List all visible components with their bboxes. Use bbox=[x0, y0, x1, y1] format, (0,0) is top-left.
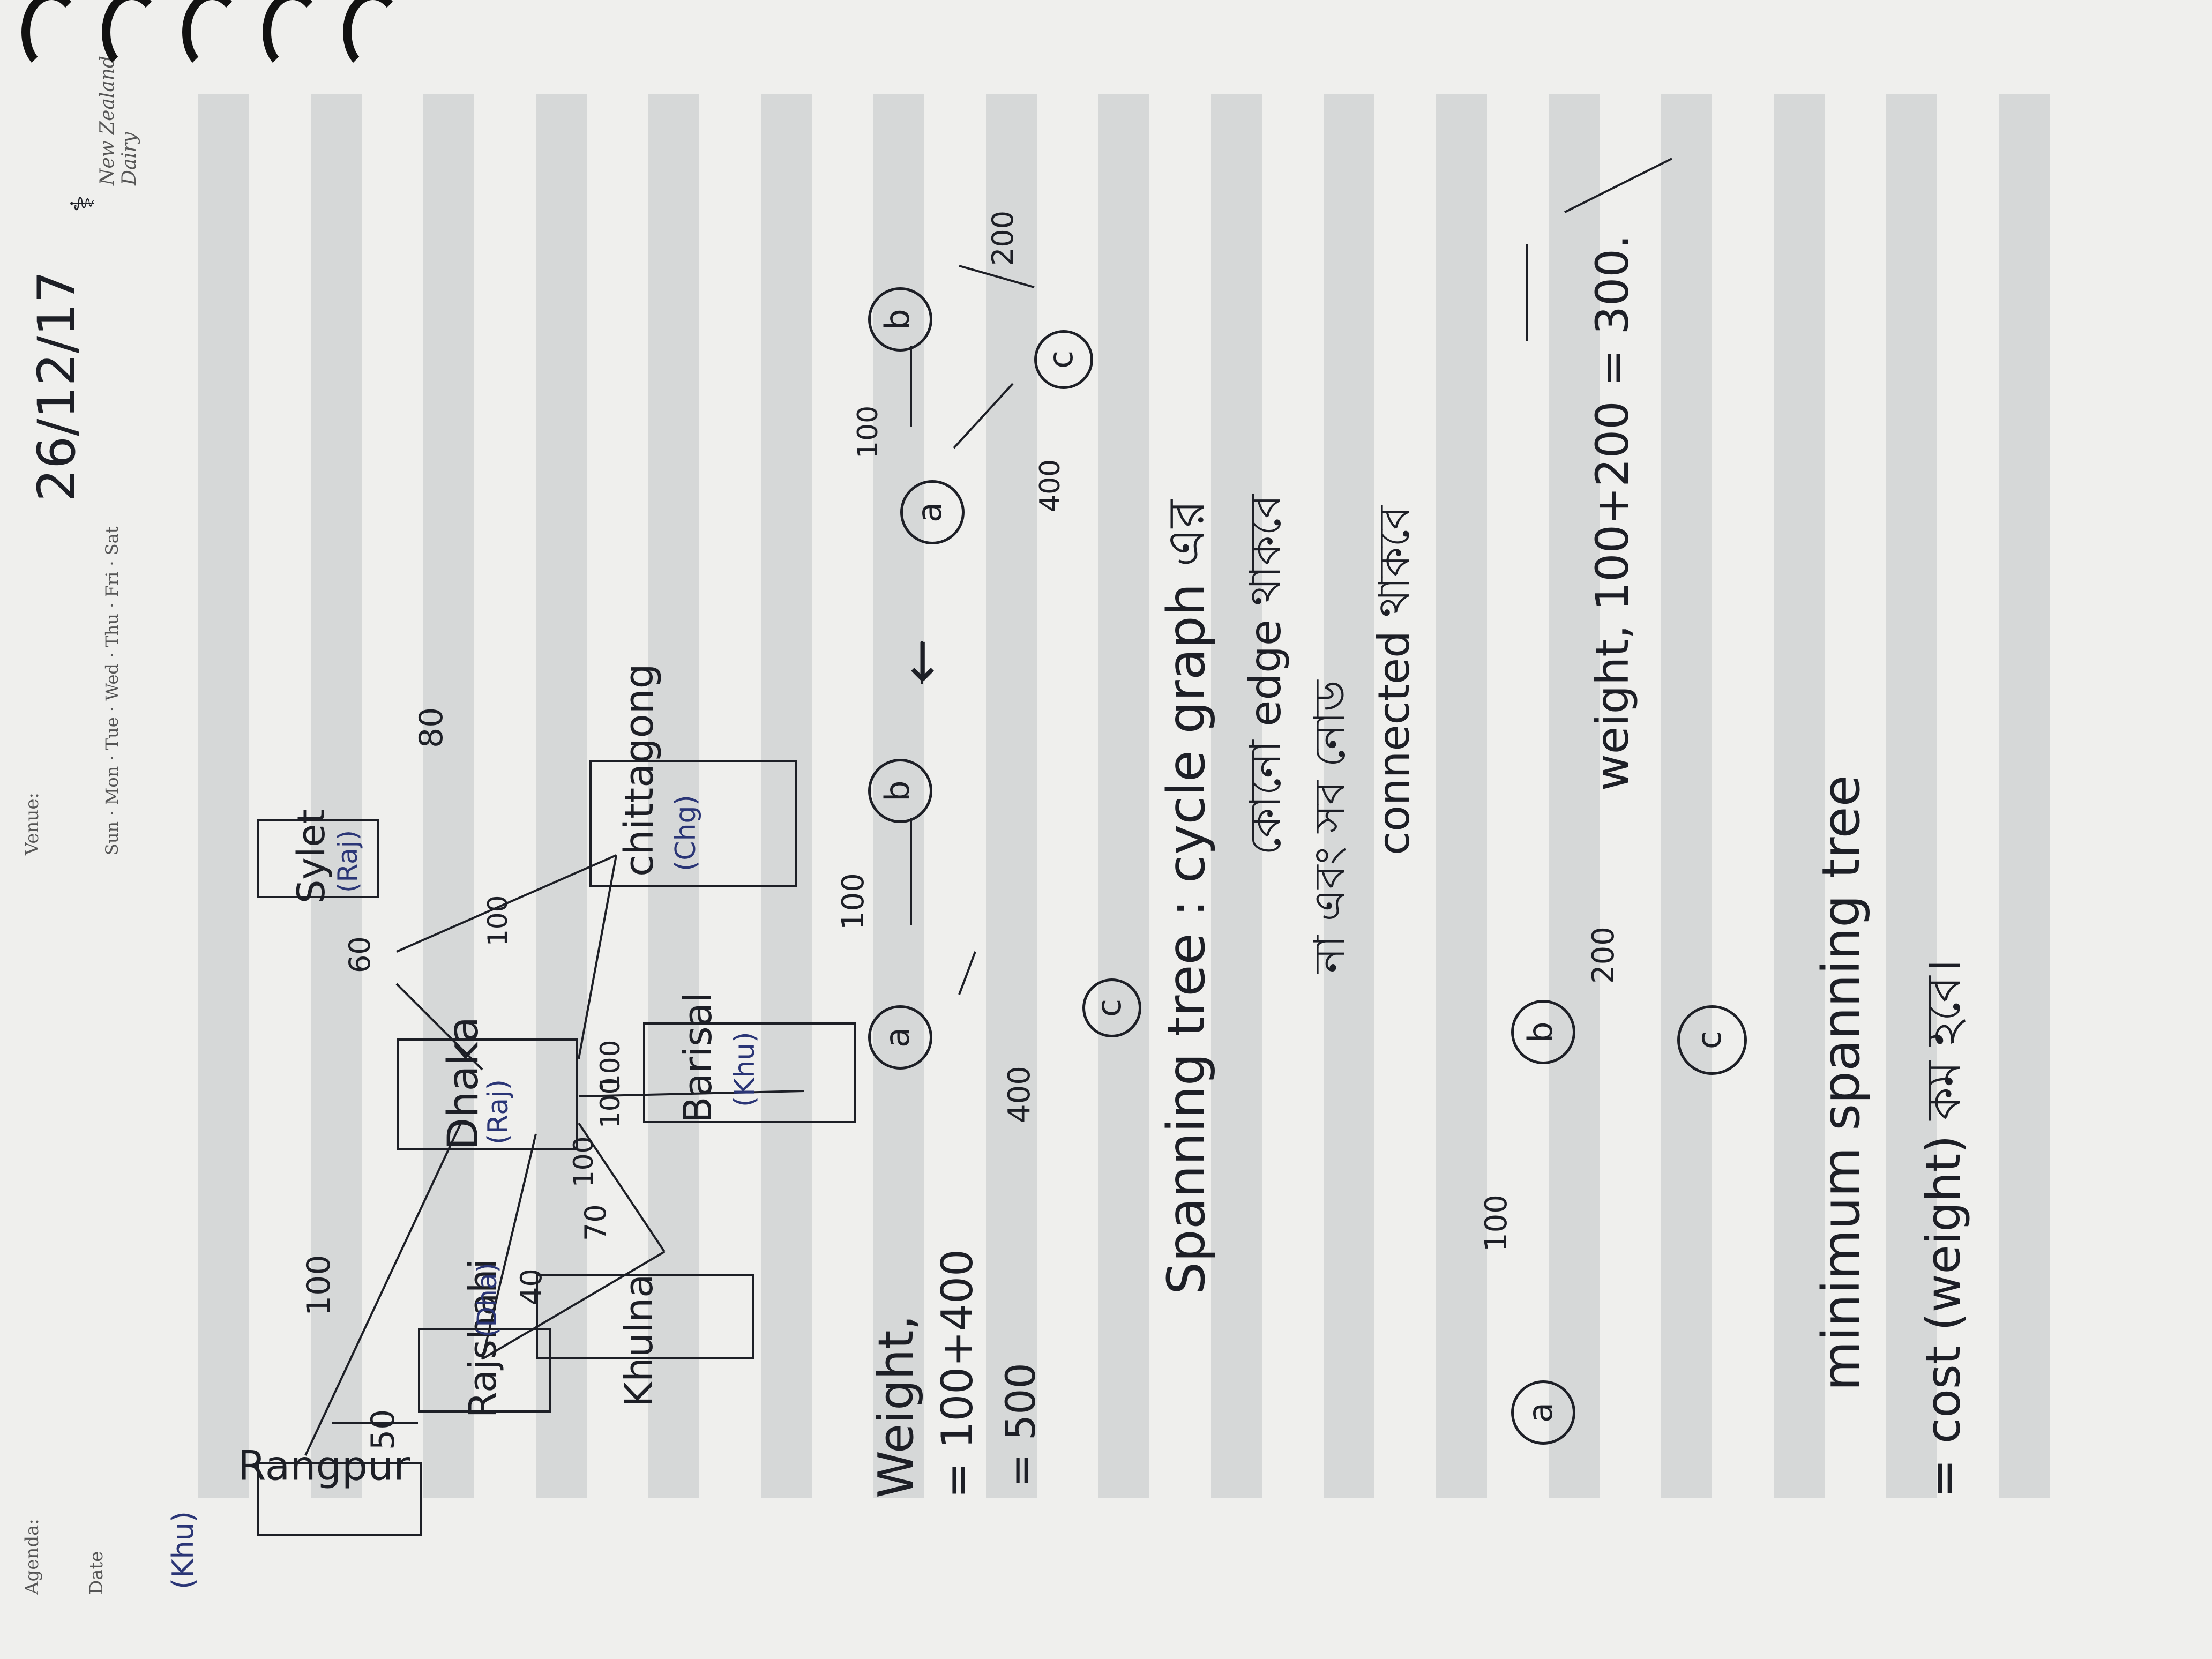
ex1-node-c: c bbox=[1082, 978, 1141, 1037]
mst-line-1: minimum spanning tree bbox=[1811, 775, 1871, 1391]
ex3-node-c: c bbox=[1677, 1005, 1747, 1075]
edge-dhaka-barisal bbox=[578, 1090, 804, 1097]
edge-rangpur-dhaka bbox=[304, 1123, 462, 1456]
ex1-node-b: b bbox=[868, 759, 932, 823]
ex2-node-c: c bbox=[1034, 330, 1093, 389]
node-barisal: Barisal bbox=[675, 992, 720, 1123]
weight-rajshahi-khulna: 70 bbox=[579, 1204, 612, 1241]
edge-ex2-ac bbox=[953, 383, 1014, 449]
node-barisal-tag: (Khu) bbox=[729, 1032, 761, 1107]
ex2-node-b: b bbox=[868, 287, 932, 352]
edge-khulna-dhaka bbox=[578, 1122, 666, 1253]
ex1-weight-ac: 400 bbox=[1002, 1066, 1037, 1123]
edge-dhaka-sylet bbox=[395, 983, 483, 1071]
weight-dhaka-chittagong: 100 bbox=[482, 895, 513, 946]
node-dhaka: Dhaka bbox=[439, 1017, 488, 1150]
node-dhaka-tag: (Raj) bbox=[482, 1079, 514, 1145]
weight-dhaka-barisal: 100 bbox=[595, 1040, 626, 1091]
ex3-node-b: b bbox=[1511, 1000, 1575, 1064]
edge-rajshahi-khulna bbox=[481, 1251, 666, 1360]
ex3-weight-ab: 100 bbox=[1479, 1194, 1514, 1252]
weight-dhaka-sylet: 60 bbox=[343, 936, 377, 973]
ex3-weight-bc: 200 bbox=[1586, 926, 1621, 984]
node-chittagong-tag: (Chg) bbox=[670, 795, 702, 871]
node-chittagong: chittagong bbox=[616, 663, 662, 877]
mst-line-2: = cost (weight) কম হবে। bbox=[1916, 959, 1971, 1498]
ex1-node-a: a bbox=[868, 1005, 932, 1070]
weight-rangpur-dhaka: 100 bbox=[300, 1254, 338, 1316]
edge-sylet-chittagong bbox=[396, 854, 617, 953]
ex3-weight-text: weight, 100+200 = 300. bbox=[1586, 234, 1639, 791]
node-sylet-tag: (Raj) bbox=[332, 829, 363, 893]
ex2-weight-ac: 400 bbox=[1034, 459, 1066, 512]
node-khulna: Khulna bbox=[616, 1274, 661, 1407]
arrow-icon: ← bbox=[890, 639, 952, 684]
edge-ex2-bc bbox=[959, 265, 1035, 288]
definition-line-1: Spanning tree : cycle graph এর bbox=[1156, 499, 1216, 1295]
weight-rangpur-rajshahi: 50 bbox=[364, 1409, 402, 1450]
edge-ex3-bc bbox=[1564, 158, 1672, 213]
definition-line-3: না এবং সব নোড bbox=[1305, 680, 1355, 973]
ex1-weight-label: Weight, bbox=[868, 1314, 924, 1498]
ex2-weight-bc: 200 bbox=[986, 210, 1020, 266]
ex1-result: = 500 bbox=[997, 1363, 1044, 1488]
definition-line-2: কোনো edge থাকবে bbox=[1240, 494, 1290, 855]
weight-sylet-chittagong: 80 bbox=[413, 707, 450, 748]
definition-line-4: connected থাকবে bbox=[1369, 506, 1419, 855]
weight-khulna-dhaka: 100 bbox=[568, 1136, 599, 1187]
ex3-node-a: a bbox=[1511, 1380, 1575, 1445]
node-sylet: Sylet bbox=[289, 809, 333, 903]
node-rajshahi-tag: (Dha) bbox=[472, 1262, 503, 1337]
ex1-sum: = 100+400 bbox=[932, 1249, 982, 1498]
node-rangpur-tag: (Khu) bbox=[166, 1511, 200, 1589]
ex2-weight-ab: 100 bbox=[852, 405, 884, 459]
ex1-weight-ab: 100 bbox=[836, 873, 871, 930]
ex2-node-a: a bbox=[900, 480, 965, 544]
edge-rajshahi-dhaka bbox=[481, 1133, 537, 1359]
edge-dhaka-chittagong bbox=[578, 855, 617, 1059]
edge-ex1-ac bbox=[958, 951, 976, 995]
